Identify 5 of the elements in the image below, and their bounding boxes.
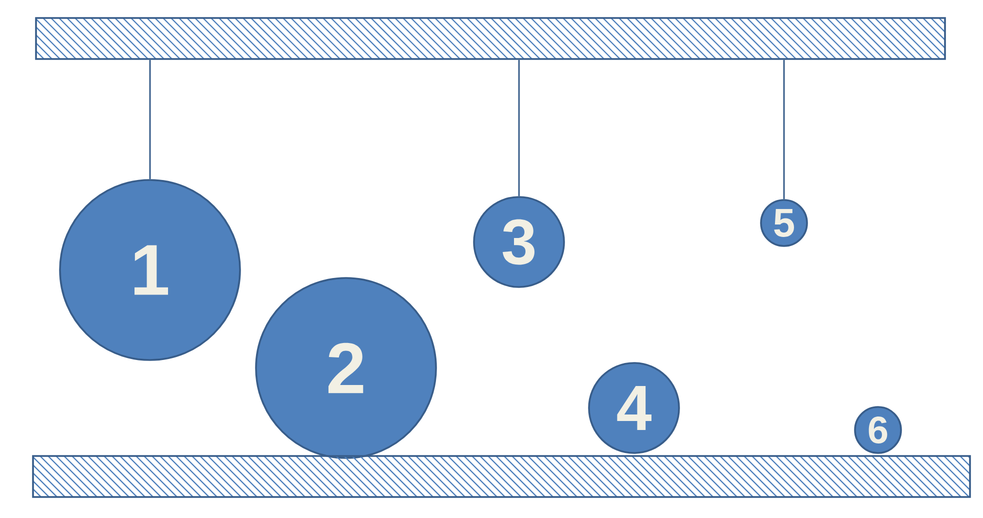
hanging-line (149, 60, 151, 180)
hatched-bar (32, 455, 971, 498)
hanging-line (783, 60, 785, 200)
hanging-line (518, 60, 520, 196)
hatched-bar (35, 17, 946, 60)
